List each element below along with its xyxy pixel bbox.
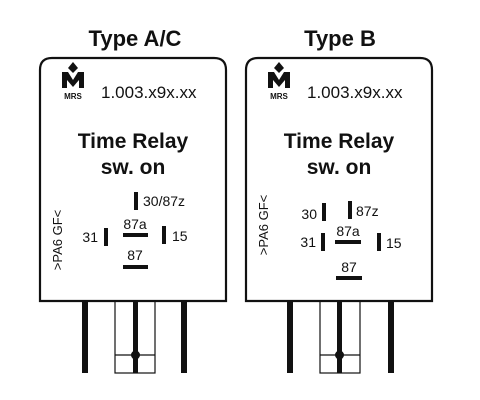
material-label: >PA6 GF<	[50, 210, 65, 270]
pin-87z-bar	[348, 201, 352, 219]
pin-30-label: 30	[301, 206, 317, 222]
terminal-pins	[287, 300, 394, 374]
part-number: 1.003.x9x.xx	[101, 83, 197, 102]
relay-housing	[38, 56, 228, 303]
part-number: 1.003.x9x.xx	[307, 83, 403, 102]
pin-87a-bar	[335, 240, 361, 244]
relay-name-line2: sw. on	[101, 156, 166, 179]
pin-30-bar	[322, 203, 326, 221]
pin-15-label: 15	[172, 228, 188, 244]
logo-text: MRS	[64, 92, 82, 101]
pin-87-label: 87	[127, 247, 143, 263]
pin-87z-label: 87z	[356, 203, 379, 219]
relay-name-line2: sw. on	[307, 156, 372, 179]
relay-type-ac: Type A/C MRS 1.003.x9x.xx Time Relay sw.…	[38, 26, 228, 374]
pin-31-label: 31	[82, 229, 98, 245]
pin-30-87z-label: 30/87z	[143, 193, 185, 209]
relay-type-b: Type B MRS 1.003.x9x.xx Time Relay sw. o…	[244, 26, 434, 374]
relay-name-line1: Time Relay	[78, 130, 189, 153]
pin-87-bar	[123, 265, 148, 269]
logo-text: MRS	[270, 92, 288, 101]
pin-15-bar	[162, 226, 166, 244]
mrs-logo-icon: MRS	[268, 62, 290, 101]
pin-87-label: 87	[341, 259, 357, 275]
pin-15-label: 15	[386, 235, 402, 251]
pin-87-bar	[336, 276, 362, 280]
pin-31-bar	[104, 228, 108, 246]
pin-15-bar	[377, 233, 381, 251]
terminal-pins	[82, 300, 187, 374]
type-title: Type A/C	[89, 26, 182, 51]
material-label: >PA6 GF<	[256, 195, 271, 255]
type-title: Type B	[304, 26, 376, 51]
relay-housing	[244, 56, 434, 303]
pin-31-label: 31	[300, 234, 316, 250]
pin-87a-label: 87a	[123, 216, 147, 232]
pin-31-bar	[321, 233, 325, 251]
relay-name-line1: Time Relay	[284, 130, 395, 153]
mrs-logo-icon: MRS	[62, 62, 84, 101]
pin-30-87z-bar	[134, 192, 138, 210]
pin-87a-label: 87a	[336, 223, 360, 239]
pin-87a-bar	[123, 233, 148, 237]
